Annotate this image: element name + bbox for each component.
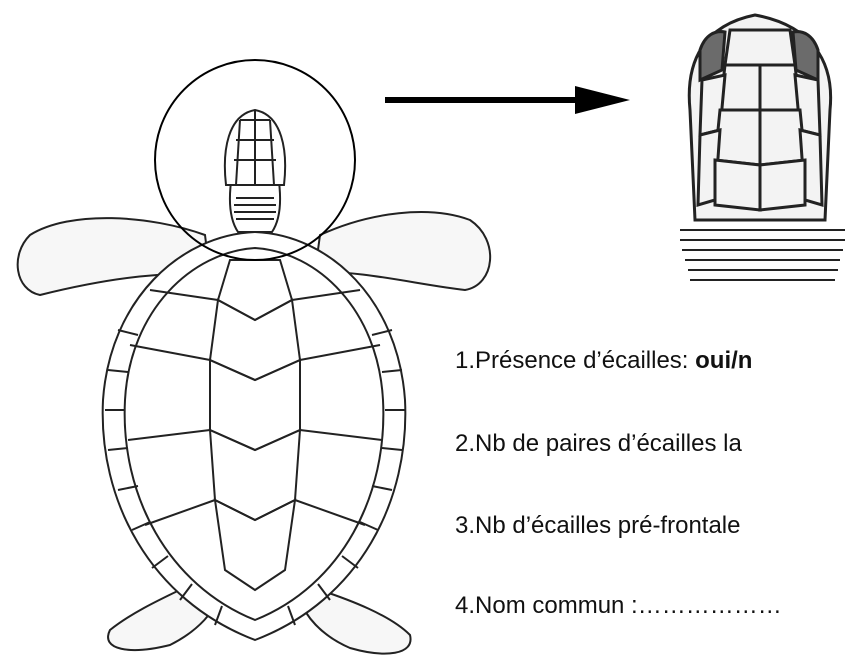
carapace [103, 232, 406, 640]
question-3-text: Nb d’écailles pré-frontale [475, 512, 740, 539]
zoom-arrow [380, 80, 640, 120]
question-1-options: oui/n [695, 347, 752, 374]
question-2-text: Nb de paires d’écailles la [475, 430, 742, 457]
head-zoom-illustration [660, 0, 864, 285]
question-3: 3.Nb d’écailles pré-frontale [455, 512, 864, 540]
question-4-text: Nom commun :……………… [475, 592, 782, 619]
question-1-number: 1. [455, 347, 475, 374]
question-2: 2.Nb de paires d’écailles la [455, 430, 864, 458]
question-1-text: Présence d’écailles: [475, 347, 695, 374]
question-1: 1.Présence d’écailles: oui/n [455, 347, 864, 375]
question-2-number: 2. [455, 430, 475, 457]
question-4-number: 4. [455, 592, 475, 619]
question-3-number: 3. [455, 512, 475, 539]
question-4: 4.Nom commun :……………… [455, 592, 864, 620]
